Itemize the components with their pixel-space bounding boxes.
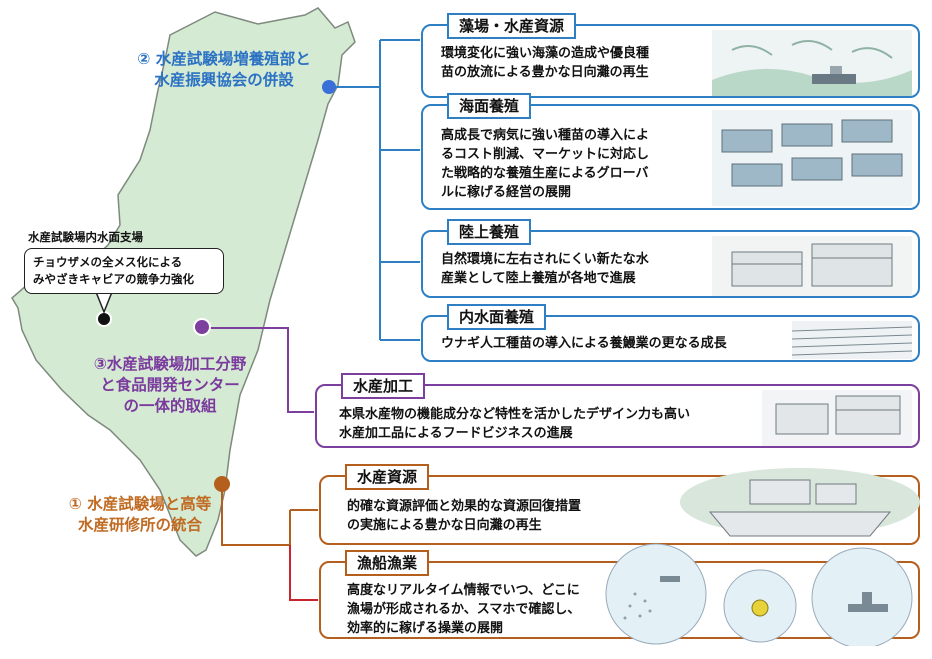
sturgeon-bubble: チョウザメの全メス化による みやざきキャビアの競争力強化 [24,248,224,294]
land-facility-illustration [712,236,912,296]
label-aquaculture-division: ② 水産試験場増養殖部と 水産振興協会の併設 [137,50,311,89]
box-algae-resources: 藻場・水産資源 環境変化に強い海藻の造成や優良種 苗の放流による豊かな日向灘の再… [421,13,920,98]
orange-location-dot [214,476,230,492]
fish-pens-illustration [712,110,912,206]
box-text: 的確な資源評価と効果的な資源回復措置 の実施による豊かな日向灘の再生 [347,499,582,533]
box-text: 高成長で病気に強い種苗の導入によ るコスト削減、マーケットに対応し た戦略的な養… [441,128,650,200]
box-title: 内水面養殖 [447,304,547,330]
label-processing-division: ③水産試験場加工分野 と食品開発センター の一体的取組 [93,355,247,415]
branch-location-dot [96,311,112,327]
label-inland-branch: 水産試験場内水面支場 [28,230,143,244]
box-inland-aquaculture: 内水面養殖 ウナギ人工種苗の導入による養鰻業の更なる成長 [421,304,920,362]
box-title: 水産資源 [345,464,430,490]
bubble-tail [95,291,113,315]
box-title: 海面養殖 [447,93,532,119]
box-title: 水産加工 [341,373,426,399]
box-sea-aquaculture: 海面養殖 高成長で病気に強い種苗の導入によ るコスト削減、マーケットに対応し た… [421,93,920,210]
orange-connectors [221,484,318,546]
box-text: 本県水産物の機能成分など特性を活かしたデザイン力も高い 水産加工品によるフードビ… [339,407,691,441]
box-text: 高度なリアルタイム情報でいつ、どこに 漁場が形成されるか、スマホで確認し、 効率… [347,583,581,636]
processing-plant-illustration [762,390,912,446]
box-text: 環境変化に強い海藻の造成や優良種 苗の放流による豊かな日向灘の再生 [441,46,650,80]
box-title: 漁船漁業 [345,550,430,576]
harbor-fishing-illustration [605,468,920,646]
eel-farm-illustration [792,321,912,359]
purple-location-dot [193,318,211,336]
box-title: 藻場・水産資源 [447,13,577,39]
label-integration: ① 水産試験場と高等 水産研修所の統合 [68,495,212,534]
seaweed-boat-illustration [712,30,912,96]
box-text: ウナギ人工種苗の導入による養鰻業の更なる成長 [441,336,727,351]
box-title: 陸上養殖 [447,219,532,245]
red-connector [289,545,318,601]
box-seafood-processing: 水産加工 本県水産物の機能成分など特性を活かしたデザイン力も高い 水産加工品によ… [315,373,920,448]
box-land-aquaculture: 陸上養殖 自然環境に左右されにくい新たな水 産業として陸上養殖が各地で進展 [421,219,920,298]
blue-connectors [332,39,420,341]
box-text: 自然環境に左右されにくい新たな水 産業として陸上養殖が各地で進展 [441,252,649,286]
purple-connector [204,327,314,413]
blue-location-dot [322,80,336,94]
